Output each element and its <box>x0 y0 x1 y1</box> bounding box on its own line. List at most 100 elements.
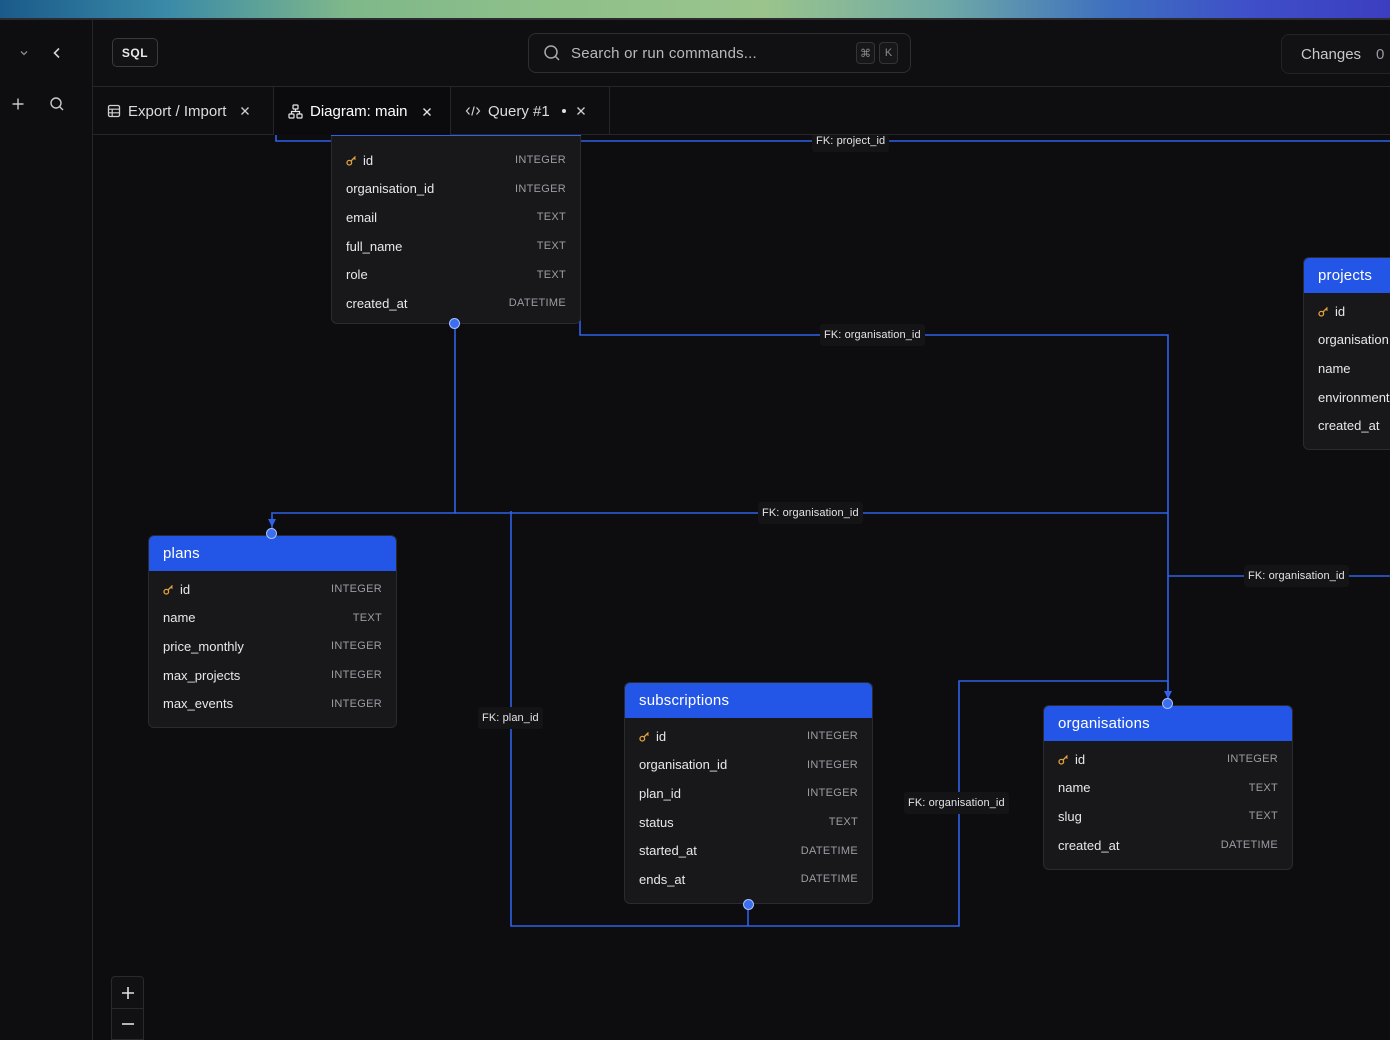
table-row[interactable]: ends_at DATETIME <box>625 865 872 894</box>
column-name: created_at <box>1318 418 1380 434</box>
table-row[interactable]: created_at <box>1304 411 1390 440</box>
table-row[interactable]: email TEXT <box>332 203 580 232</box>
column-name: max_projects <box>163 667 241 683</box>
fk-label: FK: organisation_id <box>820 324 925 346</box>
diagram-icon <box>288 104 303 119</box>
top-header: SQL Search or run commands... ⌘ K Change… <box>93 20 1390 87</box>
fk-label: FK: project_id <box>812 135 890 152</box>
search-icon <box>543 44 561 62</box>
arrow-plans <box>268 519 276 527</box>
column-name: role <box>346 267 368 283</box>
chevron-down-icon[interactable] <box>13 42 35 64</box>
column-name: id <box>1335 303 1346 319</box>
tab-label: Diagram: main <box>310 103 408 120</box>
table-row[interactable]: id <box>1304 297 1390 326</box>
key-icon <box>1318 306 1329 317</box>
table-row[interactable]: slug TEXT <box>1044 802 1292 831</box>
column-type: TEXT <box>1248 810 1278 823</box>
column-name: name <box>163 610 196 626</box>
column-type: TEXT <box>536 211 566 224</box>
close-icon[interactable] <box>422 107 432 117</box>
fk-label: FK: plan_id <box>478 707 543 729</box>
column-name: id <box>1075 751 1086 767</box>
fk-label: FK: organisation_id <box>904 792 1009 814</box>
column-name: price_monthly <box>163 638 244 654</box>
column-name: id <box>363 152 374 168</box>
table-row[interactable]: organisation <box>1304 326 1390 355</box>
connection-handle[interactable] <box>449 318 460 329</box>
column-type: DATETIME <box>800 873 858 886</box>
table-title: plans <box>149 536 396 571</box>
back-icon[interactable] <box>46 42 68 64</box>
edge-project-id <box>275 135 1390 142</box>
connection-handle[interactable] <box>266 528 277 539</box>
kbd-cmd-key: ⌘ <box>856 42 875 64</box>
column-name: slug <box>1058 808 1082 824</box>
fk-label: FK: organisation_id <box>758 502 863 524</box>
sql-button[interactable]: SQL <box>112 38 158 67</box>
table-row[interactable]: environment <box>1304 383 1390 412</box>
kbd-k-key: K <box>879 42 898 64</box>
column-name: started_at <box>639 843 697 859</box>
close-icon[interactable] <box>576 106 586 116</box>
table-row[interactable]: name <box>1304 354 1390 383</box>
column-type: TEXT <box>352 611 382 624</box>
changes-count: 0 <box>1376 45 1385 63</box>
search-icon[interactable] <box>46 93 68 115</box>
zoom-controls <box>111 976 144 1040</box>
key-icon <box>346 155 357 166</box>
command-search[interactable]: Search or run commands... ⌘ K <box>528 33 911 73</box>
fk-label: FK: organisation_id <box>1244 565 1349 587</box>
zoom-out-button[interactable] <box>112 1008 143 1039</box>
users-header-edge <box>331 135 581 136</box>
key-icon <box>639 731 650 742</box>
tab-export-import[interactable]: Export / Import <box>93 87 274 135</box>
connection-handle[interactable] <box>1162 698 1173 709</box>
key-icon <box>1058 754 1069 765</box>
connection-handle[interactable] <box>743 899 754 910</box>
column-type: TEXT <box>828 816 858 829</box>
add-icon[interactable] <box>7 93 29 115</box>
table-title: organisations <box>1044 706 1292 741</box>
column-type: INTEGER <box>331 697 382 710</box>
tab-query-1[interactable]: Query #1 <box>451 87 610 135</box>
column-name: plan_id <box>639 785 681 801</box>
column-name: id <box>180 581 191 597</box>
column-name: status <box>639 814 674 830</box>
table-title: subscriptions <box>625 683 872 718</box>
table-projects[interactable]: projects id organisation name environmen… <box>1303 257 1390 450</box>
column-name: created_at <box>346 295 408 311</box>
table-row[interactable]: status TEXT <box>625 808 872 837</box>
tab-diagram-main[interactable]: Diagram: main <box>274 87 451 136</box>
column-type: TEXT <box>1248 781 1278 794</box>
column-name: email <box>346 209 378 225</box>
column-name: name <box>1318 360 1351 376</box>
close-icon[interactable] <box>240 106 250 116</box>
changes-button[interactable]: Changes 0 <box>1281 34 1390 74</box>
diagram-canvas[interactable]: FK: project_id FK: organisation_id FK: o… <box>93 135 1390 1040</box>
column-name: ends_at <box>639 871 686 887</box>
plus-icon <box>121 986 134 999</box>
zoom-in-button[interactable] <box>112 977 143 1008</box>
table-row[interactable]: name TEXT <box>149 604 396 633</box>
